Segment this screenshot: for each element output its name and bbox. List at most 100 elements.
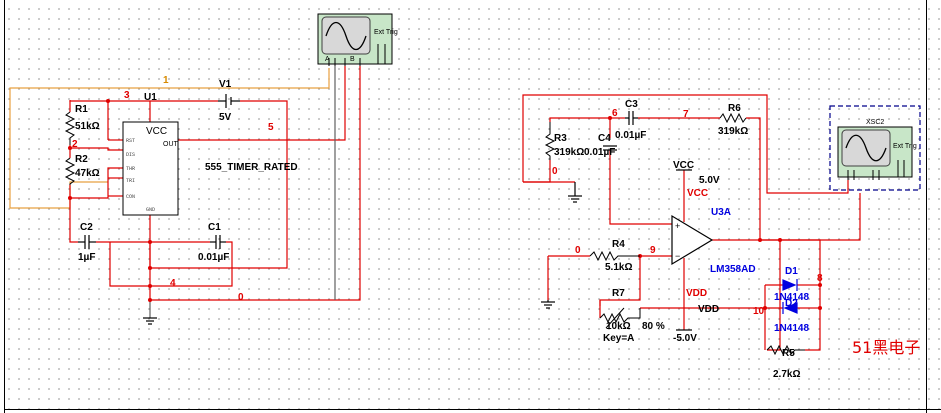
resistor-r1[interactable] [64, 111, 76, 145]
r1-ref: R1 [75, 104, 88, 115]
opamp-u3a[interactable]: + − [671, 214, 714, 266]
r3-value: 319kΩ [554, 147, 584, 158]
wires-left-circuit[interactable] [69, 66, 361, 301]
r4-value: 5.1kΩ [605, 262, 632, 273]
u1-ref: U1 [144, 92, 157, 103]
net-label-8: 8 [817, 273, 823, 284]
net-label-2: 2 [72, 139, 78, 150]
r6-value: 319kΩ [718, 126, 748, 137]
svg-text:+: + [675, 221, 680, 231]
u1-pin-rst: RST [126, 138, 135, 144]
c1-ref: C1 [208, 222, 221, 233]
capacitor-c3[interactable] [625, 111, 638, 125]
net-label-7: 7 [683, 109, 689, 120]
capacitor-c4[interactable] [603, 145, 617, 151]
resistor-r6[interactable] [719, 112, 747, 124]
u1-pin-con: CON [126, 194, 135, 200]
net-label-5: 5 [268, 122, 274, 133]
c2-ref: C2 [80, 222, 93, 233]
resistor-r5[interactable] [766, 344, 805, 356]
xsc2-title: XSC2 [866, 119, 884, 126]
u3a-part: LM358AD [710, 264, 756, 275]
r7-ref: R7 [612, 288, 625, 299]
net-label-10: 10 [753, 306, 765, 317]
u1-pin-thr: THR [126, 166, 135, 172]
r7-key: Key=A [603, 333, 634, 344]
vcc-value: 5.0V [699, 175, 720, 186]
vdd-net-label: VDD [686, 288, 707, 299]
junctions-right [608, 116, 822, 310]
ground-symbol-r4 [541, 300, 555, 309]
xsc1-ch-a: A [325, 56, 330, 63]
r6-ref: R6 [728, 103, 741, 114]
d1-ref: D1 [785, 266, 798, 277]
r2-ref: R2 [75, 154, 88, 165]
r2-value: 47kΩ [75, 168, 100, 179]
r5-value: 2.7kΩ [773, 369, 800, 380]
u1-pin-vcc: VCC [146, 126, 167, 137]
battery-v1[interactable] [218, 94, 240, 108]
d2-ref: D2 [785, 298, 798, 309]
ground-symbol-left [143, 317, 157, 325]
wires-right-circuit[interactable] [522, 94, 861, 351]
c1-value: 0.01µF [198, 252, 229, 263]
d1-part: 1N4148 [774, 292, 809, 303]
net-label-4: 4 [170, 278, 176, 289]
net-label-1: 1 [163, 75, 169, 86]
wire-net-1[interactable] [9, 68, 330, 209]
sheet-border-bottom [4, 409, 941, 410]
c4-ref: C4 [598, 133, 611, 144]
c3-ref: C3 [625, 99, 638, 110]
diode-d1[interactable] [782, 279, 798, 291]
u1-part-name: 555_TIMER_RATED [205, 162, 298, 173]
r7-percent: 80 % [642, 321, 665, 332]
c2-value: 1µF [78, 252, 95, 263]
r4-ref: R4 [612, 239, 625, 250]
r7-value: 10kΩ [606, 321, 631, 332]
resistor-r2[interactable] [64, 157, 76, 185]
svg-text:−: − [675, 251, 680, 261]
diode-d2[interactable] [782, 302, 798, 314]
u1-pin-gnd: GND [146, 207, 155, 213]
resistor-r4[interactable] [589, 250, 640, 262]
sheet-border-left [4, 0, 5, 413]
r1-value: 51kΩ [75, 121, 100, 132]
c4-value: 0.01µF [584, 147, 615, 158]
xsc2-ext-trig: Ext Trig [893, 143, 917, 150]
ic-555-timer-u1[interactable] [122, 121, 179, 216]
u1-pin-dis: DIS [126, 152, 135, 158]
net-label-6: 6 [612, 108, 618, 119]
vcc-label: VCC [673, 160, 694, 171]
ground-wire [149, 66, 336, 318]
capacitor-c2[interactable] [78, 235, 96, 249]
u1-pin-tri: TRI [126, 178, 135, 184]
xsc1-ch-b: B [350, 56, 355, 63]
net-label-0-c3: 0 [552, 166, 558, 177]
r5-ref: R5 [782, 348, 795, 359]
net-label-0-left: 0 [238, 292, 244, 303]
oscilloscope-xsc2[interactable] [829, 105, 921, 191]
oscilloscope-xsc1[interactable] [317, 13, 393, 66]
net-label-3: 3 [124, 90, 130, 101]
watermark-text: 51黑电子 [852, 338, 920, 357]
capacitor-c1[interactable] [210, 235, 226, 249]
potentiometer-r7[interactable] [599, 307, 641, 329]
junctions-left [68, 99, 152, 302]
ground-symbol-r3 [568, 182, 582, 203]
v1-ref: V1 [219, 79, 232, 90]
net-label-0-r4: 0 [575, 245, 581, 256]
u1-pin-out: OUT [163, 141, 179, 148]
resistor-r3[interactable] [544, 122, 556, 160]
c3-value: 0.01µF [615, 130, 646, 141]
r3-ref: R3 [554, 133, 567, 144]
sheet-border-right [926, 0, 927, 413]
d2-part: 1N4148 [774, 323, 809, 334]
xsc1-ext-trig: Ext Trig [374, 29, 398, 36]
net-label-9: 9 [650, 245, 656, 256]
v1-value: 5V [219, 112, 232, 123]
vdd-label: VDD [698, 304, 719, 315]
vcc-net-label: VCC [687, 188, 708, 199]
vdd-value: -5.0V [673, 333, 697, 344]
